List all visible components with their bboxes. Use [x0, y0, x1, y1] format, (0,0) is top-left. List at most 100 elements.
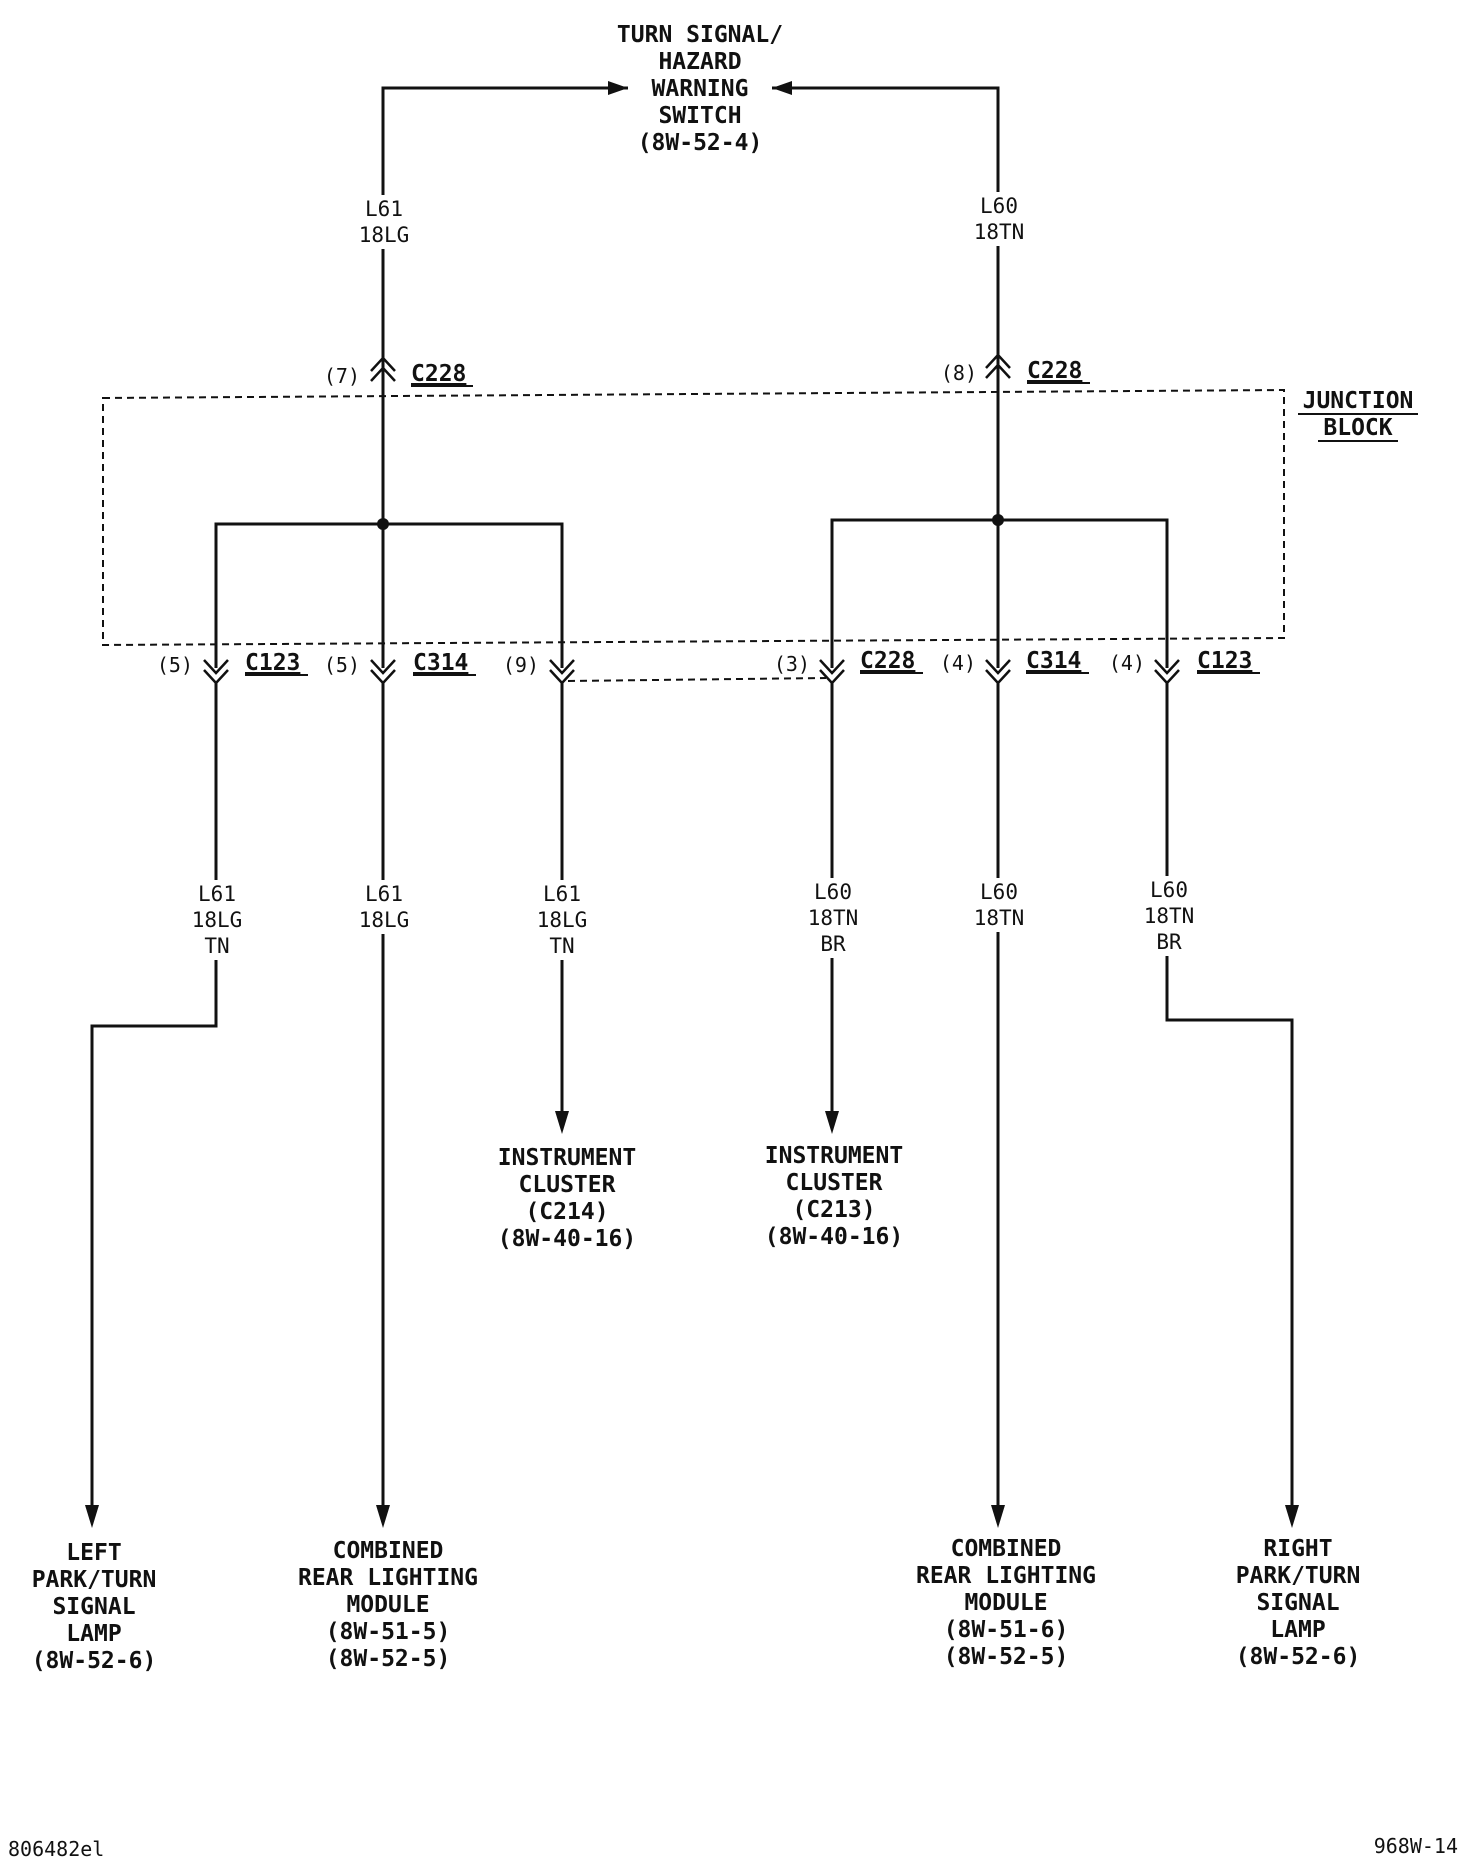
wire-left-lamp	[90, 683, 218, 1520]
junction-block-outline	[102, 388, 1285, 647]
instrument-cluster-c213-label: INSTRUMENT CLUSTER (C213) (8W-40-16)	[765, 1143, 903, 1250]
svg-text:18LG: 18LG	[537, 908, 588, 932]
right-park-turn-lamp-label: RIGHT PARK/TURN SIGNAL LAMP (8W-52-6)	[1236, 1536, 1361, 1670]
connector-c228-bottom: (3) C228	[774, 648, 923, 685]
svg-text:(C213): (C213)	[792, 1197, 875, 1223]
switch-left-arrow	[608, 81, 628, 95]
svg-text:LAMP: LAMP	[66, 1621, 121, 1647]
branch-label-2: L61 18LG	[355, 880, 413, 934]
branch-label-1: L61 18LG TN	[188, 880, 246, 960]
wire-l61-top	[381, 86, 628, 520]
pin-5-c314: (5)	[324, 653, 360, 677]
svg-text:L60: L60	[1150, 878, 1188, 902]
svg-text:LAMP: LAMP	[1270, 1617, 1325, 1643]
left-park-turn-lamp-label: LEFT PARK/TURN SIGNAL LAMP (8W-52-6)	[32, 1540, 157, 1674]
svg-text:MODULE: MODULE	[964, 1590, 1047, 1616]
splice-l61	[377, 518, 389, 530]
svg-text:(8W-52-6): (8W-52-6)	[32, 1648, 157, 1674]
switch-line1: TURN SIGNAL/	[617, 22, 783, 48]
figure-id: 806482el	[8, 1837, 104, 1861]
right-rear-lighting-module-label: COMBINED REAR LIGHTING MODULE (8W-51-6) …	[916, 1536, 1096, 1670]
svg-text:REAR LIGHTING: REAR LIGHTING	[298, 1565, 478, 1591]
svg-text:(8W-51-5): (8W-51-5)	[326, 1619, 451, 1645]
branch-label-4: L60 18TN BR	[804, 878, 862, 958]
svg-text:PARK/TURN: PARK/TURN	[1236, 1563, 1361, 1589]
svg-text:TN: TN	[204, 934, 229, 958]
pin-5-c123: (5)	[157, 653, 193, 677]
svg-text:(8W-52-5): (8W-52-5)	[326, 1646, 451, 1672]
connector-c228-right: (8) C228	[941, 353, 1090, 385]
l61-bus	[214, 522, 564, 668]
svg-text:LEFT: LEFT	[66, 1540, 121, 1566]
switch-ref: (8W-52-4)	[638, 130, 763, 156]
pin-9: (9)	[503, 653, 539, 677]
svg-text:COMBINED: COMBINED	[333, 1538, 444, 1564]
svg-text:RIGHT: RIGHT	[1263, 1536, 1332, 1562]
svg-text:(C214): (C214)	[525, 1199, 608, 1225]
svg-text:L61: L61	[365, 882, 403, 906]
wire-right-lamp	[1165, 683, 1294, 1520]
connector-name-c228-right: C228	[1027, 358, 1082, 384]
svg-text:L61: L61	[198, 882, 236, 906]
junction-line2: BLOCK	[1323, 415, 1392, 441]
page-id: 968W-14	[1374, 1834, 1458, 1858]
c228-shared-dash	[567, 677, 827, 682]
junction-line1: JUNCTION	[1303, 388, 1414, 414]
connector-name-c228-left: C228	[411, 361, 466, 387]
svg-text:REAR LIGHTING: REAR LIGHTING	[916, 1563, 1096, 1589]
pin-4-c314: (4)	[940, 651, 976, 675]
svg-text:L61: L61	[543, 882, 581, 906]
svg-text:L60: L60	[980, 880, 1018, 904]
pin-4-c123: (4)	[1109, 651, 1145, 675]
branch-label-6: L60 18TN BR	[1140, 876, 1198, 956]
connector-name-c228-bottom: C228	[860, 648, 915, 674]
connector-name-c314-right: C314	[1026, 648, 1081, 674]
svg-text:CLUSTER: CLUSTER	[519, 1172, 616, 1198]
switch-label: TURN SIGNAL/ HAZARD WARNING SWITCH (8W-5…	[617, 22, 783, 156]
svg-text:INSTRUMENT: INSTRUMENT	[765, 1143, 903, 1169]
wire-label-l60-top: L60	[980, 194, 1018, 218]
svg-text:(8W-52-6): (8W-52-6)	[1236, 1644, 1361, 1670]
svg-text:INSTRUMENT: INSTRUMENT	[498, 1145, 636, 1171]
svg-text:(8W-40-16): (8W-40-16)	[498, 1226, 636, 1252]
svg-text:(8W-40-16): (8W-40-16)	[765, 1224, 903, 1250]
connector-c123-left: (5) C123	[157, 650, 308, 685]
wire-l60-top	[772, 86, 1000, 520]
svg-text:BR: BR	[1156, 930, 1182, 954]
svg-text:18TN: 18TN	[1144, 904, 1195, 928]
svg-text:L60: L60	[814, 880, 852, 904]
svg-text:BR: BR	[820, 932, 846, 956]
switch-line3: WARNING	[652, 76, 749, 102]
svg-text:TN: TN	[549, 934, 574, 958]
connector-name-c123-left: C123	[245, 650, 300, 676]
switch-right-arrow	[772, 81, 792, 95]
svg-text:SIGNAL: SIGNAL	[1256, 1590, 1339, 1616]
svg-text:(8W-52-5): (8W-52-5)	[944, 1644, 1069, 1670]
pin-7: (7)	[324, 364, 360, 388]
connector-c314-left: (5) C314	[324, 650, 476, 685]
instrument-cluster-c214-label: INSTRUMENT CLUSTER (C214) (8W-40-16)	[498, 1145, 636, 1252]
wire-gauge-l61-top: 18LG	[359, 223, 410, 247]
switch-line2: HAZARD	[658, 49, 741, 75]
svg-text:18LG: 18LG	[359, 908, 410, 932]
svg-text:18LG: 18LG	[192, 908, 243, 932]
branch-label-3: L61 18LG TN	[533, 880, 591, 960]
branch-label-5: L60 18TN	[970, 878, 1028, 932]
svg-text:COMBINED: COMBINED	[951, 1536, 1062, 1562]
svg-text:18TN: 18TN	[974, 906, 1025, 930]
connector-c123-right: (4) C123	[1109, 648, 1260, 685]
svg-text:(8W-51-6): (8W-51-6)	[944, 1617, 1069, 1643]
svg-text:MODULE: MODULE	[346, 1592, 429, 1618]
svg-text:18TN: 18TN	[808, 906, 859, 930]
left-rear-lighting-module-label: COMBINED REAR LIGHTING MODULE (8W-51-5) …	[298, 1538, 478, 1672]
splice-l60	[992, 514, 1004, 526]
connector-c228-left: (7) C228	[324, 356, 473, 388]
pin-3-c228: (3)	[774, 652, 810, 676]
svg-text:PARK/TURN: PARK/TURN	[32, 1567, 157, 1593]
svg-text:CLUSTER: CLUSTER	[786, 1170, 883, 1196]
wire-gauge-l60-top: 18TN	[974, 220, 1025, 244]
connector-name-c123-right: C123	[1197, 648, 1252, 674]
wire-label-l61-top: L61	[365, 197, 403, 221]
